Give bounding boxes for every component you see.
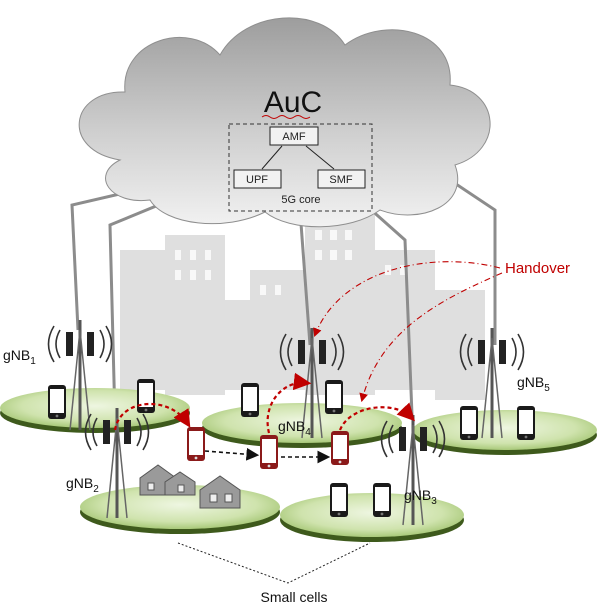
handover-arrow xyxy=(113,402,191,431)
house-icon xyxy=(199,475,241,509)
movement-arrow xyxy=(204,447,260,461)
spellcheck-squiggle xyxy=(261,115,311,119)
moving-phone-icon xyxy=(331,431,349,465)
amf-box xyxy=(269,126,319,146)
moving-phone-icon xyxy=(260,435,278,469)
small-cells-label: Small cells xyxy=(261,589,328,605)
cell-gnb3 xyxy=(280,493,464,542)
handover-arrow xyxy=(338,402,416,431)
cell-gnb1 xyxy=(0,388,190,433)
phone-icon xyxy=(460,406,478,440)
gnb5-label: gNB5 xyxy=(517,374,550,394)
smf-box xyxy=(317,169,366,189)
phone-icon xyxy=(48,385,66,419)
amf-smf-link xyxy=(305,145,335,170)
cell-gnb5 xyxy=(413,410,597,455)
handover-arrow xyxy=(266,372,312,434)
upf-box xyxy=(233,169,282,189)
upf-label: UPF xyxy=(246,174,268,186)
core-label: 5G core xyxy=(281,194,320,206)
city-windows xyxy=(175,230,406,295)
phone-icon xyxy=(330,483,348,517)
moving-phone-icon xyxy=(187,427,205,461)
smf-label: SMF xyxy=(329,174,353,186)
amf-upf-link xyxy=(261,145,283,170)
phone-icon xyxy=(137,379,155,413)
phone-icon xyxy=(241,383,259,417)
phone-icon xyxy=(325,380,343,414)
handover-leader xyxy=(359,272,503,403)
phone-icon xyxy=(517,406,535,440)
auc-cloud xyxy=(78,17,491,228)
house-icon xyxy=(139,464,196,496)
phone-icon xyxy=(373,483,391,517)
5g-core-box xyxy=(228,123,373,212)
small-cells-leader xyxy=(177,542,371,584)
handover-label: Handover xyxy=(505,260,570,277)
auc-title: AuC xyxy=(264,86,322,119)
gnb3-label: gNB3 xyxy=(404,487,437,507)
gnb2-label: gNB2 xyxy=(66,475,99,495)
handover-leader xyxy=(313,261,501,338)
gnb4-label: gNB4 xyxy=(278,418,311,438)
city-skyline xyxy=(120,215,485,400)
gnb1-label: gNB1 xyxy=(3,347,36,367)
amf-label: AMF xyxy=(282,131,306,143)
